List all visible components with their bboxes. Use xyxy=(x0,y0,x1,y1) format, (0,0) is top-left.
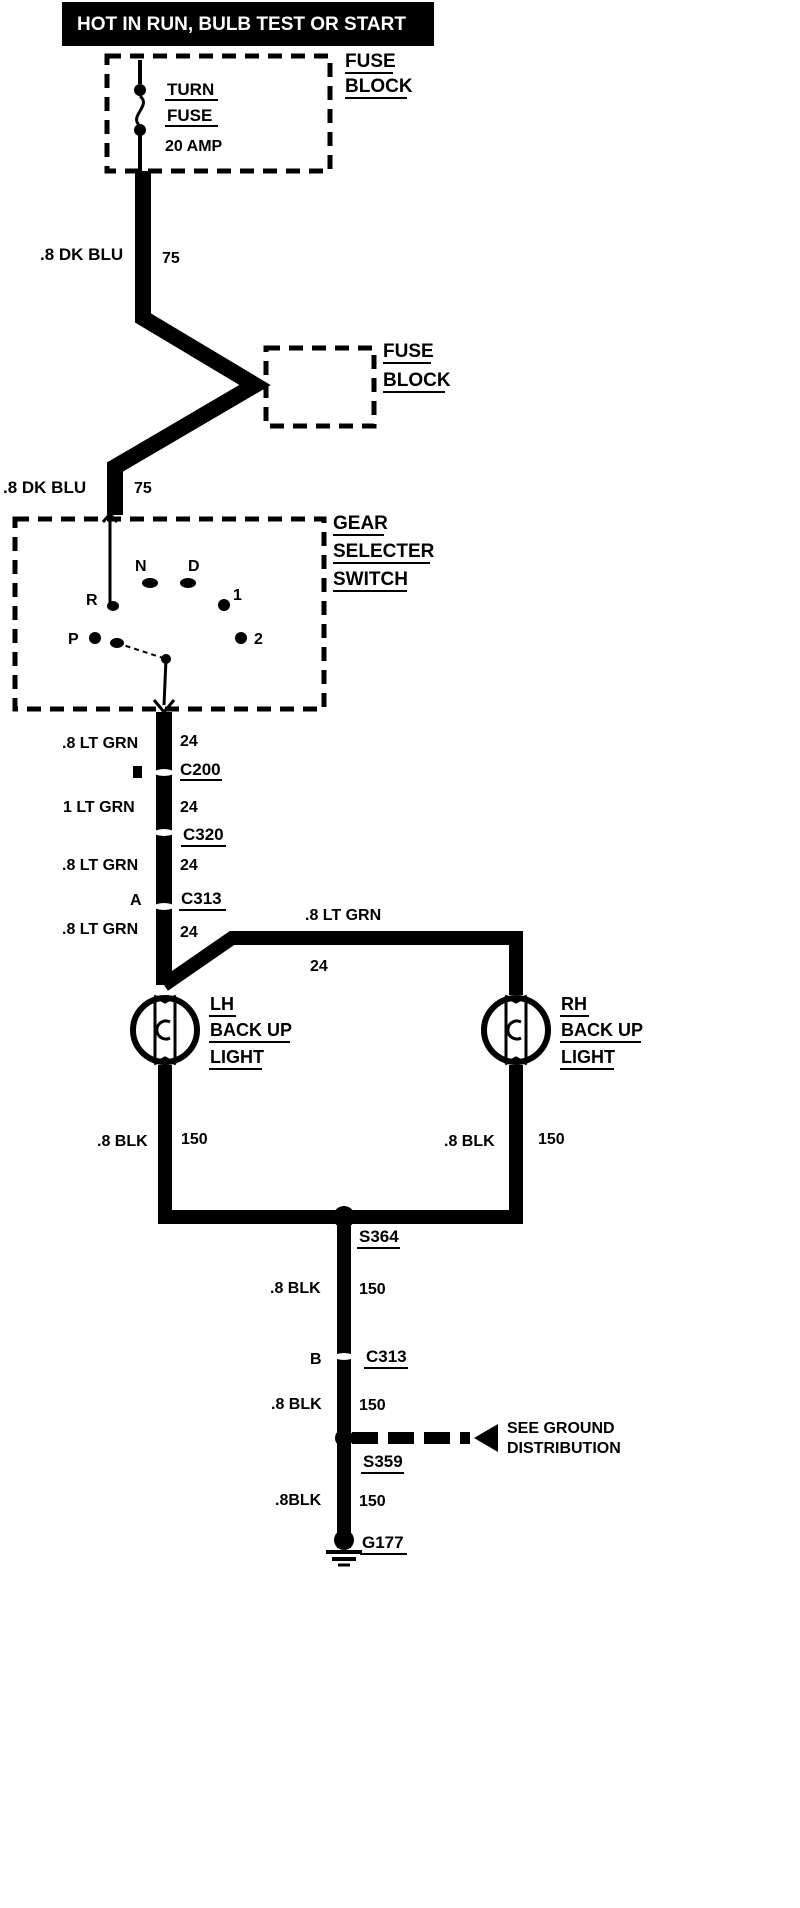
wire-24-rh-branch xyxy=(160,931,523,995)
wire-24-b-gauge: 1 LT GRN xyxy=(63,799,135,816)
gear-position-r: R xyxy=(86,592,98,609)
connector-c313-b-pin: B xyxy=(310,1351,322,1368)
wire-150-lh-circuit: 150 xyxy=(181,1131,208,1148)
rh-light-label-3: LIGHT xyxy=(561,1047,615,1067)
connector-c200-symbol xyxy=(133,766,182,779)
connector-c200-label: C200 xyxy=(180,760,221,779)
wire-150-lh-gauge: .8 BLK xyxy=(97,1133,148,1150)
header-text: HOT IN RUN, BULB TEST OR START xyxy=(77,14,406,35)
wire-75-upper-circuit: 75 xyxy=(162,250,180,267)
wire-150-c-gauge: .8BLK xyxy=(275,1492,322,1509)
wire-150-rh-circuit: 150 xyxy=(538,1131,565,1148)
ground-distribution-arrow xyxy=(474,1424,498,1452)
fuse-block-2-label-2: BLOCK xyxy=(383,370,451,391)
gear-position-p: P xyxy=(68,631,79,648)
gear-position-2: 2 xyxy=(254,631,263,648)
fuse-block-1-label-2: BLOCK xyxy=(345,76,413,97)
gear-switch-contacts xyxy=(89,511,247,715)
splice-s359-dot xyxy=(335,1429,353,1447)
wire-24-a-circuit: 24 xyxy=(180,733,198,750)
wire-24-rh-circuit: 24 xyxy=(310,958,328,975)
ground-distribution-label-1: SEE GROUND xyxy=(507,1420,615,1437)
wire-24-d-gauge: .8 LT GRN xyxy=(62,921,138,938)
wire-75-lower-gauge: .8 DK BLU xyxy=(3,478,86,497)
connector-c313-a-symbol xyxy=(146,900,182,913)
header-bar xyxy=(62,2,434,46)
wire-150-a-gauge: .8 BLK xyxy=(270,1280,321,1297)
gear-position-1: 1 xyxy=(233,587,242,604)
wire-24-rh-gauge: .8 LT GRN xyxy=(305,907,381,924)
lh-light-label-1: LH xyxy=(210,994,234,1014)
wire-24-c-gauge: .8 LT GRN xyxy=(62,857,138,874)
wire-75-upper-gauge: .8 DK BLU xyxy=(40,245,123,264)
ground-g177-label: G177 xyxy=(362,1533,404,1552)
gear-switch-label-1: GEAR xyxy=(333,513,388,534)
splice-s364-dot xyxy=(333,1206,355,1228)
ground-distribution-label-2: DISTRIBUTION xyxy=(507,1440,621,1457)
turn-fuse-label-1: TURN xyxy=(167,80,214,99)
turn-fuse-label-2: FUSE xyxy=(167,106,212,125)
gear-position-n: N xyxy=(135,558,147,575)
gear-switch-outline xyxy=(12,516,327,712)
wire-150-c-circuit: 150 xyxy=(359,1493,386,1510)
fuse-block-1-label-1: FUSE xyxy=(345,51,396,72)
rh-light-label-2: BACK UP xyxy=(561,1020,643,1040)
wire-24-d-circuit: 24 xyxy=(180,924,198,941)
ground-g177-symbol xyxy=(326,1530,362,1567)
wire-24-b-circuit: 24 xyxy=(180,799,198,816)
turn-fuse-rating: 20 AMP xyxy=(165,138,223,155)
wire-150-b-gauge: .8 BLK xyxy=(271,1396,322,1413)
connector-c320-symbol xyxy=(146,826,182,839)
wire-150-rh-gauge: .8 BLK xyxy=(444,1133,495,1150)
rh-light-label-1: RH xyxy=(561,994,587,1014)
gear-position-d: D xyxy=(188,558,200,575)
gear-switch-label-2: SELECTER xyxy=(333,541,435,562)
fuse-block-2-label-1: FUSE xyxy=(383,341,434,362)
fuse-block-2-outline xyxy=(263,345,377,429)
rh-back-up-light-bulb xyxy=(481,994,551,1066)
splice-s364-label: S364 xyxy=(359,1227,399,1246)
connector-c313-b-label: C313 xyxy=(366,1347,407,1366)
turn-fuse-symbol xyxy=(134,60,146,172)
lh-back-up-light-bulb xyxy=(130,994,200,1066)
wire-75-lower-circuit: 75 xyxy=(134,480,152,497)
wire-24-a-gauge: .8 LT GRN xyxy=(62,735,138,752)
wire-150-b-circuit: 150 xyxy=(359,1397,386,1414)
connector-c313-a-pin: A xyxy=(130,892,142,909)
connector-c313-a-label: C313 xyxy=(181,889,222,908)
wire-75 xyxy=(107,171,271,515)
fuse-block-1-outline xyxy=(104,53,333,174)
gear-switch-label-3: SWITCH xyxy=(333,569,408,590)
lh-light-label-3: LIGHT xyxy=(210,1047,264,1067)
splice-s359-label: S359 xyxy=(363,1452,403,1471)
connector-c320-label: C320 xyxy=(183,825,224,844)
connector-c313-b-symbol xyxy=(326,1350,362,1363)
lh-light-label-2: BACK UP xyxy=(210,1020,292,1040)
wire-24-c-circuit: 24 xyxy=(180,857,198,874)
wire-150-a-circuit: 150 xyxy=(359,1281,386,1298)
